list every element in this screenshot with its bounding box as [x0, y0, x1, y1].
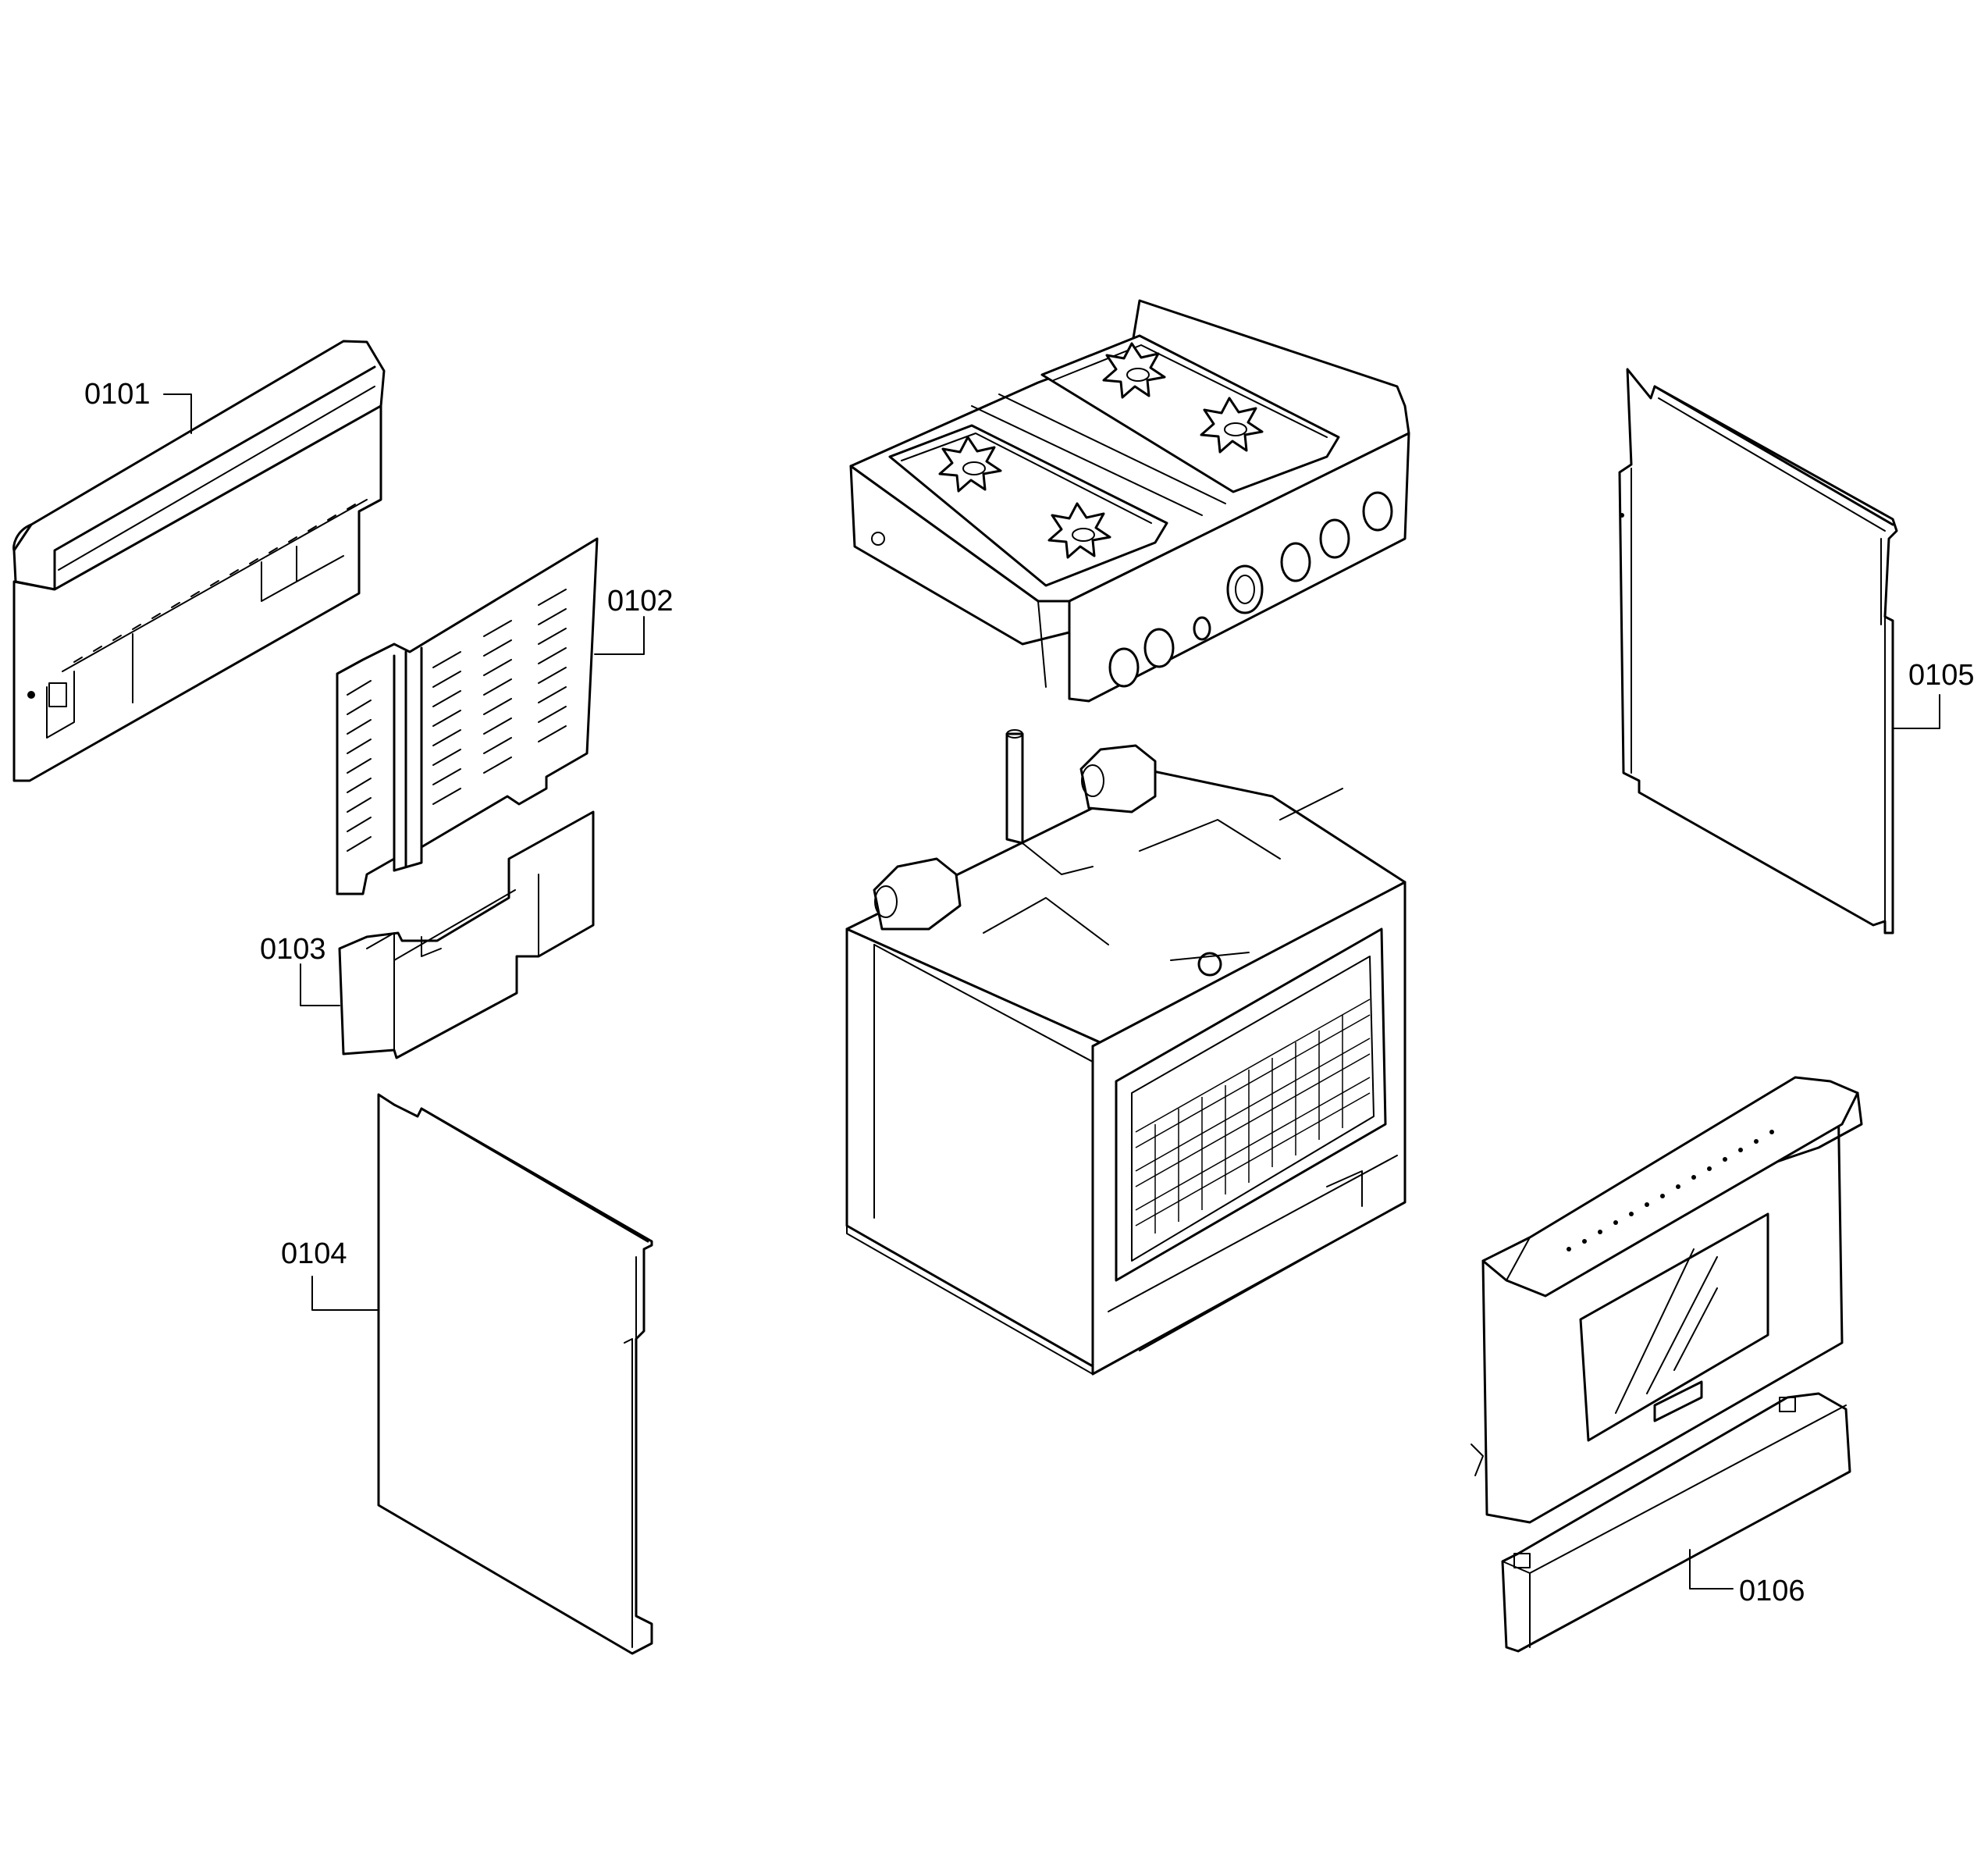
- convection-motor-top: [1079, 744, 1157, 813]
- convection-motor-left: [873, 857, 962, 931]
- part-label-0104: 0104: [281, 1237, 347, 1270]
- part-0106-kick-plate: [1501, 1392, 1851, 1653]
- part-0102-louvered-panel: [336, 537, 599, 895]
- part-0104-side-panel: [377, 1093, 653, 1655]
- leader-0103: [300, 963, 340, 1006]
- part-0101-backguard: [12, 340, 386, 782]
- burner-back-left: [1047, 502, 1111, 559]
- part-label-0103: 0103: [260, 933, 326, 966]
- part-label-0106: 0106: [1739, 1575, 1805, 1607]
- oven-cavity-assembly: [845, 729, 1407, 1376]
- leader-0104: [311, 1276, 379, 1311]
- part-0105-side-panel: [1618, 368, 1898, 934]
- part-label-0102: 0102: [607, 585, 674, 618]
- burner-front-right: [1102, 342, 1166, 399]
- cooktop-assembly: [849, 299, 1410, 703]
- leader-0105: [1892, 694, 1940, 729]
- part-0103-lower-cover: [338, 810, 595, 1059]
- leader-0102: [594, 616, 645, 655]
- burner-back-right: [1200, 397, 1264, 454]
- burner-front-left: [938, 436, 1002, 493]
- control-knobs: [1108, 491, 1393, 688]
- oven-door: [1471, 1076, 1863, 1524]
- part-label-0101: 0101: [84, 378, 151, 411]
- leader-0106: [1689, 1549, 1734, 1590]
- leader-0101: [163, 393, 192, 434]
- part-label-0105: 0105: [1908, 659, 1975, 692]
